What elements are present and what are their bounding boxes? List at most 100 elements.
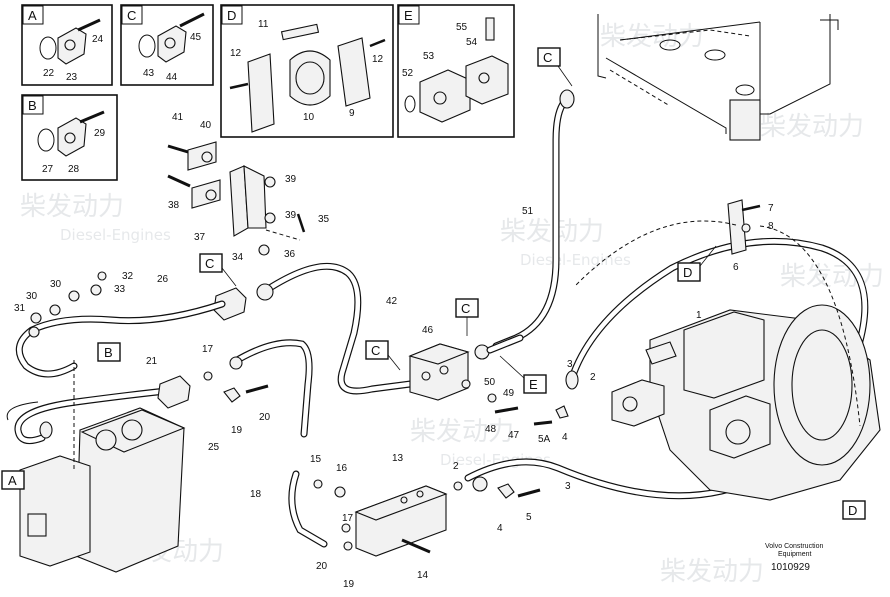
watermark-cn: 柴发动力	[410, 417, 514, 447]
watermark-cn: 柴发动力	[20, 192, 124, 222]
lower-hose-3: 2 3 4 5	[453, 461, 571, 534]
part-label-27: 27	[42, 164, 54, 175]
part-label-2: 2	[590, 372, 596, 383]
callout-c: C	[205, 256, 214, 271]
part-label-41: 41	[172, 112, 184, 123]
control-valve: 25	[6, 401, 220, 573]
part-label-38: 38	[168, 200, 180, 211]
part-label-32: 32	[122, 271, 134, 282]
hose-18: 18	[250, 470, 328, 548]
callout-b: B	[104, 345, 113, 360]
part-label-1: 1	[696, 310, 702, 321]
part-label-48: 48	[485, 424, 497, 435]
manifold-block-13: 15 16 13 17 20 19 14	[310, 453, 448, 590]
detail-letter-a: A	[28, 8, 37, 23]
part-label-20b: 20	[316, 561, 328, 572]
hydraulic-pump-unit: 1	[611, 304, 881, 501]
part-label-22: 22	[43, 68, 55, 79]
hydraulic-tank	[597, 14, 839, 141]
detail-box-b: B 29 27 28	[21, 94, 118, 181]
reference-dashes	[73, 220, 861, 470]
part-label-23: 23	[66, 72, 78, 83]
part-label-46: 46	[422, 325, 434, 336]
part-label-25: 25	[208, 442, 220, 453]
callout-c4: C	[543, 50, 552, 65]
part-label-26: 26	[157, 274, 169, 285]
footer-equipment: Equipment	[778, 551, 812, 558]
watermark-cn: 柴发动力	[600, 22, 704, 52]
part-label-3b: 3	[565, 481, 571, 492]
part-label-54: 54	[466, 37, 478, 48]
part-label-30: 30	[50, 279, 62, 290]
part-label-24: 24	[92, 34, 104, 45]
part-label-31: 31	[14, 303, 26, 314]
part-label-2b: 2	[453, 461, 459, 472]
part-label-30b: 30	[26, 291, 38, 302]
detail-box-a: A 24 22 23	[21, 4, 113, 86]
detail-letter-d: D	[227, 8, 236, 23]
part-label-15: 15	[310, 454, 322, 465]
watermark-cn: 柴发动力	[500, 217, 604, 247]
part-label-47: 47	[508, 430, 520, 441]
part-label-4b: 4	[497, 523, 503, 534]
part-label-10: 10	[303, 112, 315, 123]
part-label-12: 12	[230, 48, 242, 59]
part-label-11: 11	[258, 19, 269, 30]
callout-d2: D	[848, 503, 857, 518]
clamp-bracket-assembly: 41 40 39 38 37 39 35 34 36	[167, 112, 330, 263]
callout-c2: C	[371, 343, 380, 358]
part-label-8: 8	[768, 221, 774, 232]
detail-box-e: E 55 53 54 52	[397, 4, 515, 138]
watermark-en: Diesel-Engines	[60, 226, 171, 244]
drawing-footer: Volvo Construction Equipment 1010929	[765, 543, 823, 573]
watermark-en: Diesel-Engines	[520, 251, 631, 269]
part-label-53: 53	[423, 51, 435, 62]
callout-a: A	[8, 473, 17, 488]
hose-51: 51	[492, 89, 575, 350]
part-label-6: 6	[733, 262, 739, 273]
part-label-12b: 12	[372, 54, 384, 65]
part-label-39: 39	[285, 174, 297, 185]
part-label-5: 5	[526, 512, 532, 523]
detail-letter-c: C	[127, 8, 136, 23]
part-label-34: 34	[232, 252, 244, 263]
detail-box-d: D 11 12 10 9 12	[220, 4, 394, 138]
part-label-29: 29	[94, 128, 106, 139]
part-label-21: 21	[146, 356, 158, 367]
part-label-43: 43	[143, 68, 155, 79]
callout-e: E	[529, 377, 538, 392]
part-label-19: 19	[231, 425, 243, 436]
part-label-37: 37	[194, 232, 206, 243]
part-label-7: 7	[768, 203, 774, 214]
watermark-cn: 柴发动力	[660, 557, 764, 587]
part-label-19b: 19	[343, 579, 355, 590]
part-label-51: 51	[522, 206, 534, 217]
part-label-13: 13	[392, 453, 404, 464]
watermark-cn: 柴发动力	[780, 262, 884, 292]
part-label-28: 28	[68, 164, 80, 175]
fittings-group-left: 32 30 33 30 31	[14, 271, 134, 338]
part-label-16: 16	[336, 463, 348, 474]
part-label-5a: 5A	[538, 434, 551, 445]
hose-21: 21	[14, 339, 313, 445]
part-label-3: 3	[567, 359, 573, 370]
drawing-number: 1010929	[771, 562, 810, 573]
part-label-49: 49	[503, 388, 515, 399]
part-label-18: 18	[250, 489, 262, 500]
part-label-20: 20	[259, 412, 271, 423]
part-label-33: 33	[114, 284, 126, 295]
part-label-17b: 17	[342, 513, 354, 524]
manifold-block-46: 46 50 49 48 47	[408, 325, 524, 441]
callout-letters: B A C C C C D D E	[1, 47, 866, 520]
part-label-35: 35	[318, 214, 330, 225]
footer-company: Volvo Construction	[765, 543, 823, 550]
part-label-39b: 39	[285, 210, 297, 221]
bracket-6-7-8: 7 8 6	[727, 199, 774, 273]
detail-letter-e: E	[404, 8, 413, 23]
part-label-17: 17	[202, 344, 214, 355]
hose-26-42: 26 42	[15, 262, 422, 395]
detail-letter-b: B	[28, 98, 37, 113]
part-label-52: 52	[402, 68, 414, 79]
fittings-17-19-20: 17 19 20	[202, 344, 271, 436]
